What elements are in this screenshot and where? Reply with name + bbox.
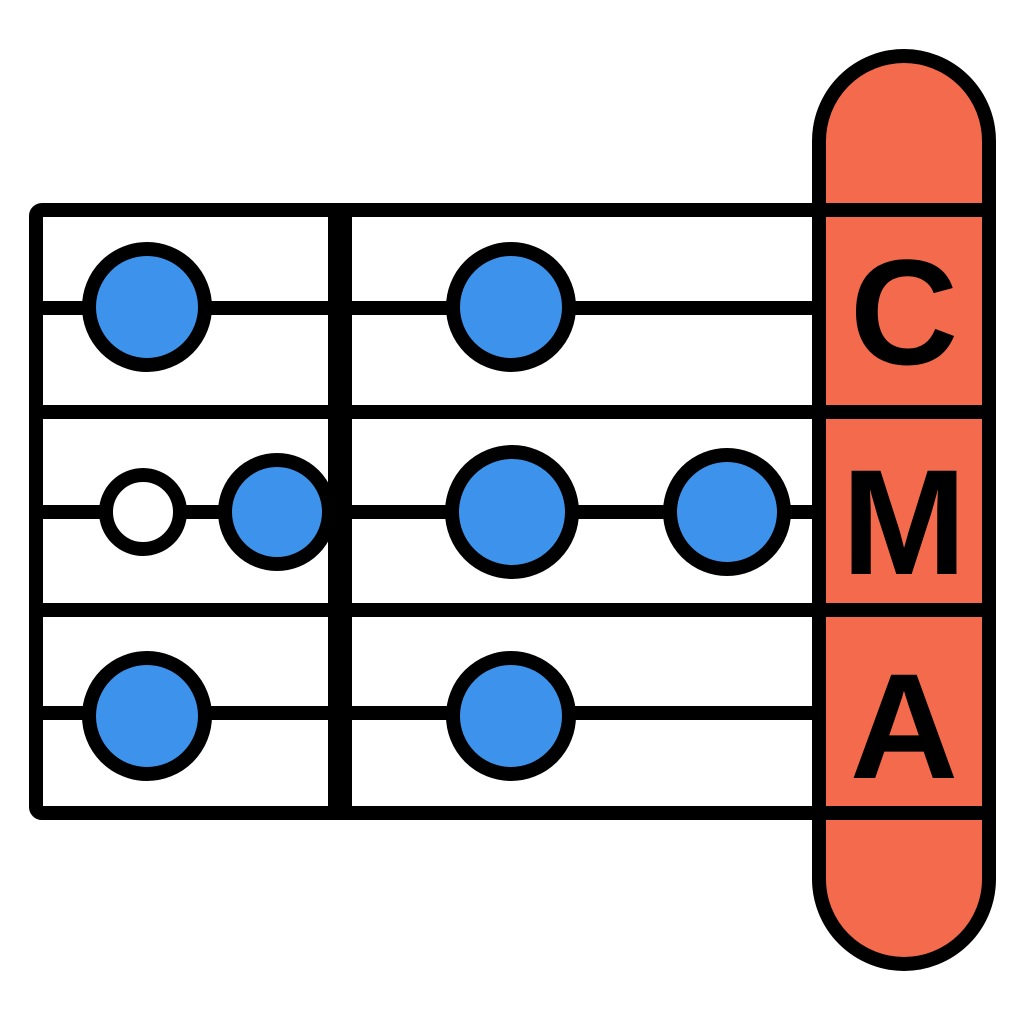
filled-dot-row-1 (82, 242, 212, 372)
letter-badge: C M A (812, 49, 996, 971)
hollow-dot-row-2 (99, 468, 187, 556)
filled-dot-row-2 (663, 448, 791, 576)
dots-layer (82, 242, 791, 781)
filled-dot-row-1 (446, 242, 576, 372)
badge-letter-m: M (842, 438, 967, 606)
filled-dot-row-3 (446, 651, 576, 781)
filled-dot-row-3 (82, 651, 212, 781)
badge-pill (812, 49, 996, 971)
filled-dot-row-2 (218, 453, 336, 571)
badge-letter-a: A (850, 642, 958, 810)
filled-dot-row-2 (445, 445, 579, 579)
badge-letter-c: C (850, 228, 958, 396)
